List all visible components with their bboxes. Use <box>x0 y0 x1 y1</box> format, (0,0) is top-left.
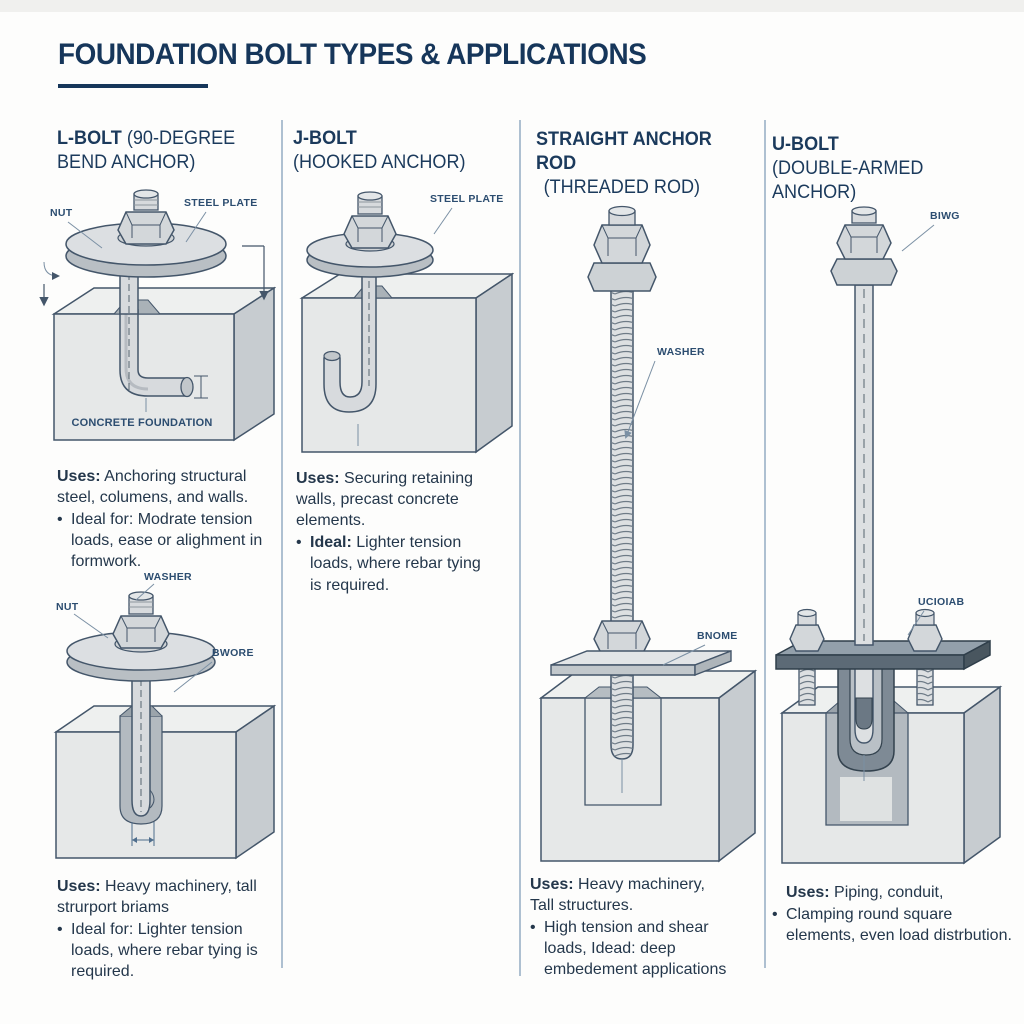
bolt-stub <box>851 206 877 224</box>
column-divider-1 <box>281 120 283 968</box>
top-hex-nut <box>587 224 657 292</box>
j-bolt-subtitle: (HOOKED ANCHOR) <box>293 151 466 173</box>
washer-label: WASHER <box>144 571 192 583</box>
l-bolt-uses-2: Uses: Heavy machinery, tall strurport br… <box>57 876 283 983</box>
concrete-block <box>538 669 758 863</box>
straight-rod-uses: Uses: Heavy machinery, Tall structures. … <box>530 874 742 981</box>
rod-lower <box>610 674 634 793</box>
u-bolt-name: U-BOLT <box>772 134 839 155</box>
ideal-line: • Ideal for: Modrate tension loads, ease… <box>57 511 263 571</box>
j-bolt-name: J-BOLT <box>293 128 357 149</box>
j-rod <box>323 265 377 446</box>
rod-upper <box>610 288 634 626</box>
u-bolt-header: U-BOLT (DOUBLE-ARMED ANCHOR) <box>772 133 1000 204</box>
nut-label: NUT <box>50 207 73 219</box>
bolt-stub <box>357 191 383 215</box>
concrete-block <box>53 704 277 860</box>
u-bolt-figure: BIWG UCIOIAB <box>768 193 1013 878</box>
rod-lower <box>854 662 874 781</box>
l-bolt-name: L-BOLT <box>57 128 122 149</box>
ideal-line: • Clamping round square elements, even l… <box>772 906 1012 945</box>
u-bolt-uses: Uses: Piping, conduit, • Clamping round … <box>772 882 1014 946</box>
hex-nut <box>117 211 175 245</box>
uses-line: Uses: Anchoring structural steel, colume… <box>57 468 249 507</box>
uses-line: Uses: Piping, conduit, <box>786 884 944 901</box>
j-bolt-header: J-BOLT (HOOKED ANCHOR) <box>293 127 493 175</box>
top-hex-nut <box>830 224 898 286</box>
page-top-band <box>0 0 1024 12</box>
rod-upper <box>854 284 874 646</box>
concrete-block <box>299 272 515 454</box>
ideal-line: • High tension and shear loads, Idead: d… <box>530 919 727 979</box>
straight-rod-header: STRAIGHT ANCHOR ROD (THREADED ROD) <box>536 128 755 199</box>
steel-plate-label: STEEL PLATE <box>430 193 504 205</box>
straight-rod-name: STRAIGHT ANCHOR ROD <box>536 129 712 174</box>
nut-label: NUT <box>56 601 79 613</box>
l-bolt-uses: Uses: Anchoring structural steel, colume… <box>57 466 285 573</box>
l-bolt-subtitle: (90-DEGREE BEND ANCHOR) <box>57 128 236 173</box>
biwg-label: BIWG <box>930 210 960 222</box>
u-bolt-subtitle: (DOUBLE-ARMED ANCHOR) <box>772 157 924 203</box>
steel-plate-label: STEEL PLATE <box>184 197 258 209</box>
anchor-rod <box>131 663 155 817</box>
l-bolt-header: L-BOLT (90-DEGREE BEND ANCHOR) <box>57 127 255 175</box>
uses-line: Uses: Heavy machinery, Tall structures. <box>530 876 705 915</box>
straight-rod-subtitle: (THREADED ROD) <box>543 176 701 198</box>
uses-line: Uses: Heavy machinery, tall strurport br… <box>57 878 257 917</box>
hex-nut <box>112 615 170 649</box>
uses-line: Uses: Securing retaining walls, precast … <box>296 470 473 530</box>
uciolab-label: UCIOIAB <box>918 596 965 608</box>
square-washer-plate <box>550 649 732 677</box>
column-divider-2 <box>519 120 521 976</box>
j-bolt-uses: Uses: Securing retaining walls, precast … <box>296 468 496 596</box>
j-bolt-figure: STEEL PLATE <box>286 186 515 467</box>
washer-label: WASHER <box>657 346 705 358</box>
lower-hex-nut <box>593 620 651 656</box>
bolt-stub <box>133 189 159 211</box>
bnome-label: BNOME <box>697 630 738 642</box>
title-underline <box>58 84 208 88</box>
ideal-line: • Ideal for: Lighter tension loads, wher… <box>57 921 258 981</box>
l-rod <box>119 309 208 399</box>
bore-label: BWORE <box>212 647 254 659</box>
dimension-marks <box>131 822 155 846</box>
page-title: FOUNDATION BOLT TYPES & APPLICATIONS <box>58 38 647 71</box>
ideal-line: • Ideal: Lighter tension loads, where re… <box>296 534 481 594</box>
load-arrows <box>39 245 264 304</box>
l-bolt-figure: NUT STEEL PLATE CONCRETE FOUNDATION <box>36 186 277 463</box>
l-bolt-washer-figure: WASHER NUT BWORE <box>36 564 277 871</box>
steel-plate <box>65 222 227 278</box>
bolt-stub <box>608 205 636 226</box>
hex-nut <box>343 215 397 249</box>
column-divider-3 <box>764 120 766 968</box>
concrete-foundation-label: CONCRETE FOUNDATION <box>71 417 212 429</box>
straight-rod-figure: WASHER BNOME <box>527 193 762 874</box>
